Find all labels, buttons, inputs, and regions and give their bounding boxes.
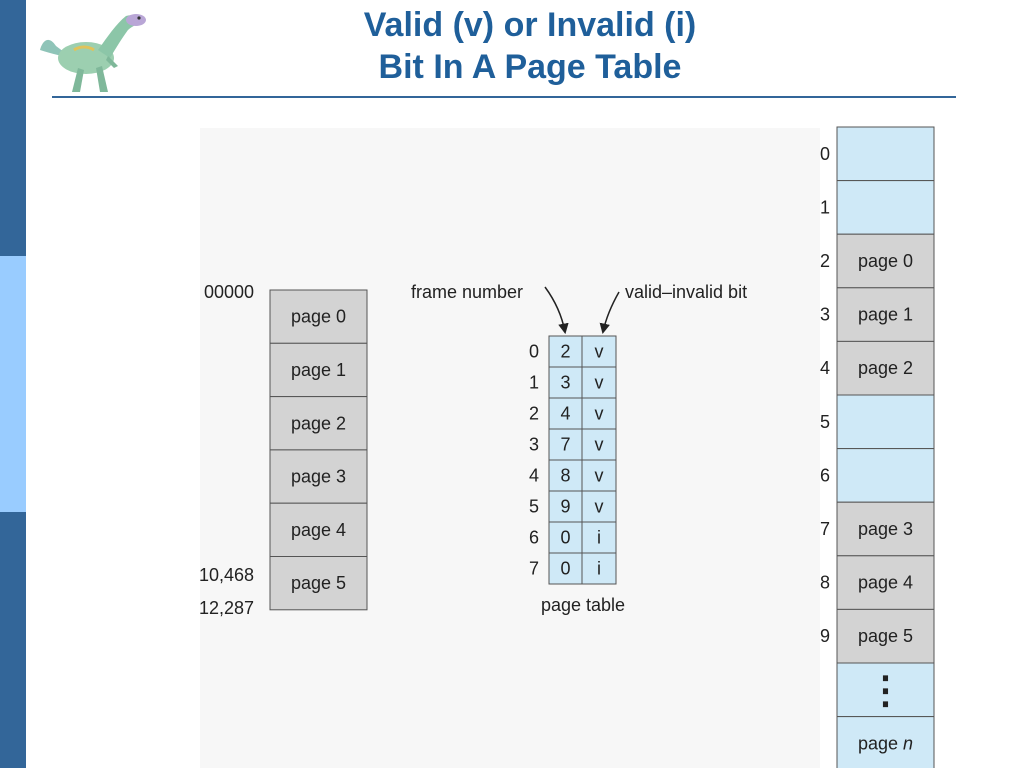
sidebar-band-bottom <box>0 512 26 768</box>
physical-frame-label: page 5 <box>858 626 913 646</box>
title-line-1: Valid (v) or Invalid (i) <box>363 6 697 44</box>
physical-frame-cell <box>836 180 935 235</box>
logical-page-label: page 3 <box>291 467 346 487</box>
frame-number-label: frame number <box>411 282 523 302</box>
valid-bit-value: v <box>595 373 604 393</box>
frame-number-arrow <box>544 286 569 335</box>
valid-bit-value: v <box>595 466 604 486</box>
logical-memory: page 0 page 1 page 2 page 3 page 4 page 5 <box>269 289 368 611</box>
valid-bit-value: v <box>595 435 604 455</box>
frame-number-value: 7 <box>560 435 570 455</box>
physical-frame-cell <box>836 126 935 182</box>
page-table-index: 4 <box>529 466 539 486</box>
physical-frame-index: 7 <box>820 519 830 539</box>
logical-page-cell <box>269 502 368 558</box>
physical-memory: 0 1 2 page 0 3 page 1 4 page 2 5 6 7 page 3 8 page 4 9… <box>820 126 935 768</box>
valid-bit-value: i <box>597 528 601 548</box>
physical-frame-index: 3 <box>820 305 830 325</box>
logical-page-label: page 1 <box>291 360 346 380</box>
sidebar-band-top <box>0 0 26 256</box>
physical-frame-last-label: page n <box>858 733 913 753</box>
valid-bit-cell <box>581 397 617 430</box>
dinosaur-logo-icon <box>40 14 146 92</box>
physical-frame-index: 4 <box>820 358 830 378</box>
page-table-index: 3 <box>529 435 539 455</box>
logical-page-cell <box>269 449 368 504</box>
valid-bit-arrow <box>599 291 620 335</box>
logical-page-label: page 0 <box>291 307 346 327</box>
logical-page-label: page 5 <box>291 573 346 593</box>
logical-page-cell <box>269 342 368 398</box>
frame-number-value: 8 <box>560 466 570 486</box>
page-table-index: 2 <box>529 404 539 424</box>
frame-number-value: 9 <box>560 497 570 517</box>
logical-page-cell <box>269 289 368 344</box>
valid-bit-cell <box>581 335 617 368</box>
address-label-start: 00000 <box>204 282 254 302</box>
page-table-index: 1 <box>529 373 539 393</box>
logical-page-cell <box>269 556 368 611</box>
physical-frame-index: 6 <box>820 465 830 485</box>
valid-bit-value: v <box>595 404 604 424</box>
logical-page-cell <box>269 396 368 451</box>
title-underline <box>52 96 956 98</box>
valid-bit-value: v <box>595 497 604 517</box>
valid-bit-cell <box>581 521 617 554</box>
physical-frame-label: page 1 <box>858 305 913 325</box>
physical-frame-cell <box>836 501 935 557</box>
address-label-mid: 10,468 <box>199 565 254 585</box>
physical-frame-index: 2 <box>820 251 830 271</box>
page-table-index: 0 <box>529 342 539 362</box>
physical-frame-last-cell <box>836 716 935 768</box>
frame-number-value: 4 <box>560 404 570 424</box>
physical-frame-cell <box>836 608 935 664</box>
valid-bit-value: i <box>597 559 601 579</box>
title-line-2: Bit In A Page Table <box>378 48 682 86</box>
frame-number-value: 3 <box>560 373 570 393</box>
physical-frame-label: page 2 <box>858 358 913 378</box>
frame-number-value: 0 <box>560 528 570 548</box>
physical-frame-cell <box>836 555 935 610</box>
physical-frame-index: 1 <box>820 197 830 217</box>
physical-frame-index: 0 <box>820 144 830 164</box>
physical-frame-label: page 0 <box>858 251 913 271</box>
physical-frame-cell <box>836 340 935 396</box>
page-table-index: 7 <box>529 559 539 579</box>
frame-number-value: 0 <box>560 559 570 579</box>
slide-sidebar <box>0 0 26 768</box>
page-table-caption: page table <box>541 595 625 615</box>
physical-frame-index: 5 <box>820 412 830 432</box>
physical-frame-label: page 3 <box>858 519 913 539</box>
frame-number-cell <box>548 428 583 461</box>
frame-number-cell <box>548 552 583 585</box>
page-table-index: 6 <box>529 528 539 548</box>
valid-bit-value: v <box>595 342 604 362</box>
valid-bit-cell <box>581 552 617 585</box>
page-table-index: 5 <box>529 497 539 517</box>
frame-number-cell <box>548 521 583 554</box>
physical-frame-index: 9 <box>820 626 830 646</box>
slide-title: Valid (v) or Invalid (i) Bit In A Page T… <box>300 4 760 88</box>
valid-invalid-bit-label: valid–invalid bit <box>625 282 747 302</box>
physical-frame-cell <box>836 394 935 450</box>
logical-page-label: page 2 <box>291 413 346 433</box>
physical-frame-index: 8 <box>820 573 830 593</box>
physical-frame-cell <box>836 448 935 503</box>
page-table: 0 2 v 1 3 v 2 4 v 3 7 v 4 8 v 5 9 v 6 0 i 7 0 i <box>529 335 617 585</box>
sidebar-band-middle <box>0 256 26 512</box>
valid-bit-cell <box>581 490 617 523</box>
ellipsis-icon: ⋮ <box>867 670 905 712</box>
physical-frame-cell <box>836 233 935 289</box>
physical-frame-ellipsis-cell <box>836 662 935 718</box>
logical-page-label: page 4 <box>291 520 346 540</box>
frame-number-value: 2 <box>560 342 570 362</box>
valid-bit-cell <box>581 459 617 492</box>
address-label-end: 12,287 <box>199 598 254 618</box>
valid-bit-cell <box>581 366 617 399</box>
physical-frame-label: page 4 <box>858 573 913 593</box>
